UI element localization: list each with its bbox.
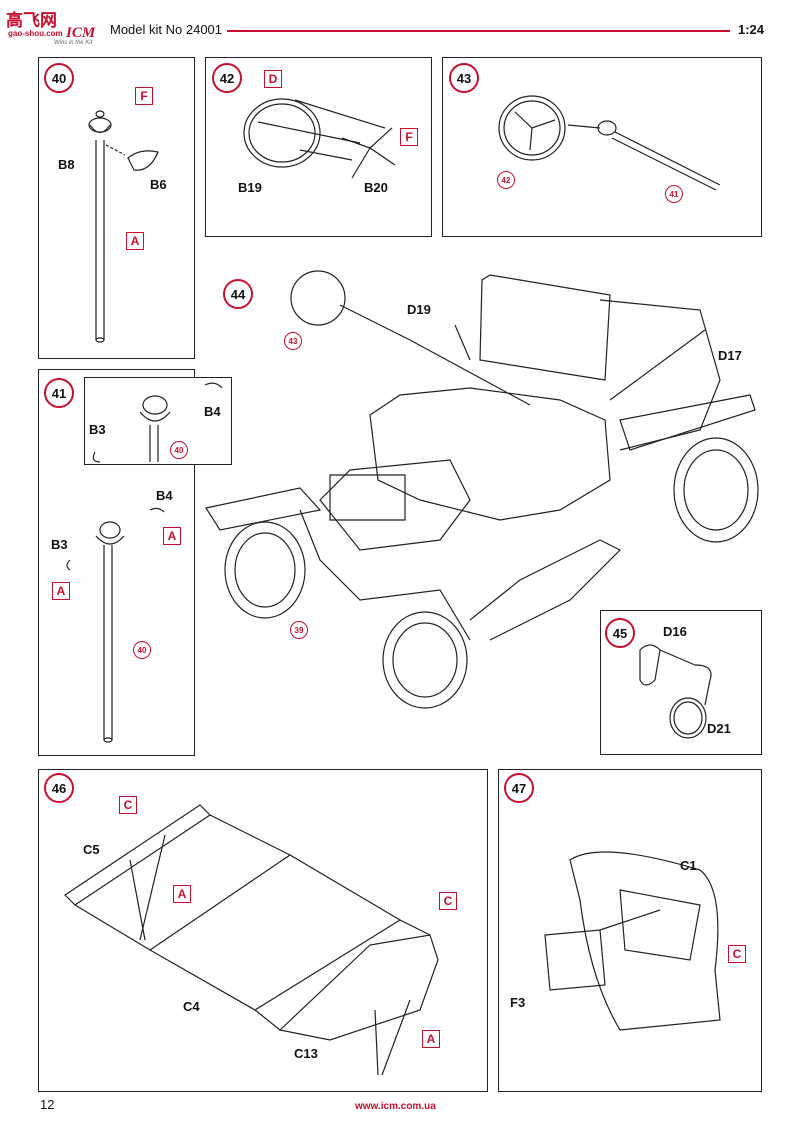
sprue-c-marker: C <box>119 796 137 814</box>
step-ref-41: 41 <box>665 185 683 203</box>
header-divider <box>227 30 730 32</box>
page-number: 12 <box>40 1097 55 1112</box>
logo-url: gao-shou.com <box>8 29 63 38</box>
logo-chinese-text: 高飞网 <box>6 11 57 31</box>
sprue-a-marker: A <box>52 582 70 600</box>
part-label-c1: C1 <box>680 858 697 873</box>
cushion-f3-drawing <box>545 910 660 990</box>
sprue-c-marker: C <box>439 892 457 910</box>
part-label-b4: B4 <box>156 488 173 503</box>
step-42-panel <box>205 57 432 237</box>
spider-b20-drawing <box>258 100 395 178</box>
sprue-f-marker: F <box>400 128 418 146</box>
steering-wheel-b19-drawing <box>244 99 320 167</box>
part-label-b4-inset: B4 <box>204 404 221 419</box>
step-42-number: 42 <box>212 63 242 93</box>
step-ref-43: 43 <box>284 332 302 350</box>
step-43-number: 43 <box>449 63 479 93</box>
part-label-b3: B3 <box>51 537 68 552</box>
part-label-d17: D17 <box>718 348 742 363</box>
icm-logo: ICM <box>66 25 96 41</box>
scale-label: 1:24 <box>738 22 765 37</box>
seat-c1-drawing <box>570 852 720 1030</box>
steering-assembly-43-drawing <box>499 96 720 190</box>
top-frame-c5-drawing <box>65 805 210 940</box>
car-wheels-drawing <box>225 438 758 708</box>
steering-column-drawing <box>89 111 158 342</box>
part-label-d21: D21 <box>707 721 731 736</box>
footer-website-link[interactable]: www.icm.com.ua <box>355 1101 436 1112</box>
step-47-number: 47 <box>504 773 534 803</box>
sprue-a-marker: A <box>173 885 191 903</box>
part-label-d16: D16 <box>663 624 687 639</box>
step-45-number: 45 <box>605 618 635 648</box>
step-40-number: 40 <box>44 63 74 93</box>
sprue-a-marker: A <box>163 527 181 545</box>
step-41-number: 41 <box>44 378 74 408</box>
page-title: Model kit No 24001 <box>110 22 223 37</box>
step-ref-42: 42 <box>497 171 515 189</box>
step-44-number: 44 <box>223 279 253 309</box>
part-label-c5: C5 <box>83 842 100 857</box>
sprue-d-marker: D <box>264 70 282 88</box>
part-label-b8: B8 <box>58 157 75 172</box>
logo-tagline: Wins in the Kit <box>54 40 93 46</box>
part-label-c4: C4 <box>183 999 200 1014</box>
sprue-a-marker: A <box>422 1030 440 1048</box>
step-40-panel <box>38 57 195 359</box>
step-ref-40-inset: 40 <box>170 441 188 459</box>
rear-top-c13-drawing <box>255 920 438 1075</box>
step-46-number: 46 <box>44 773 74 803</box>
part-label-b19: B19 <box>238 180 262 195</box>
horn-drawing <box>640 645 711 738</box>
step-ref-39: 39 <box>290 621 308 639</box>
dashed-guide-lines <box>410 325 705 405</box>
part-label-b20: B20 <box>364 180 388 195</box>
part-label-b6: B6 <box>150 177 167 192</box>
sprue-c-marker: C <box>728 945 746 963</box>
step-43-panel <box>442 57 762 237</box>
step-46-panel <box>38 769 488 1092</box>
car-body-drawing <box>206 271 755 640</box>
step-ref-40: 40 <box>133 641 151 659</box>
part-label-c13: C13 <box>294 1046 318 1061</box>
column-top-inset-drawing <box>93 383 222 462</box>
part-label-d19: D19 <box>407 302 431 317</box>
sprue-a-marker: A <box>126 232 144 250</box>
column-step-41-drawing <box>67 508 164 742</box>
part-label-f3: F3 <box>510 995 526 1010</box>
top-cover-c4-drawing <box>75 815 400 1010</box>
part-label-b3-inset: B3 <box>89 422 106 437</box>
sprue-f-marker: F <box>135 87 153 105</box>
